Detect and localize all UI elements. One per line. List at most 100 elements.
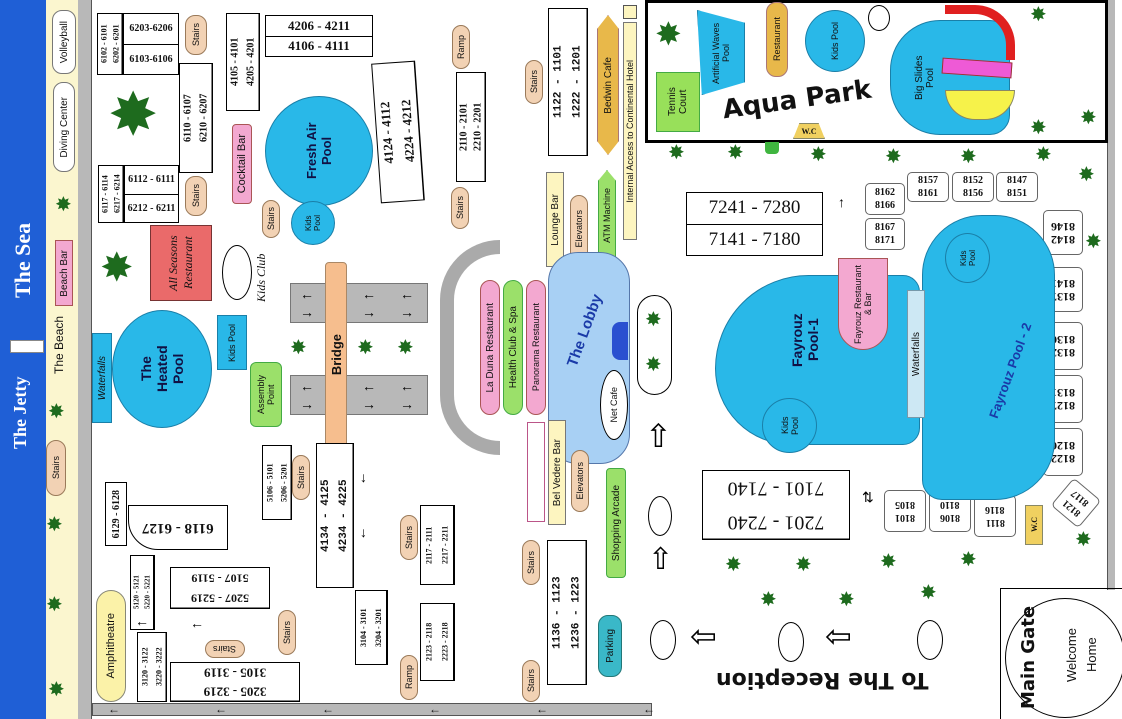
red-slide [945, 5, 1015, 60]
tree-icon: ✸ [1080, 107, 1097, 129]
arrow-down-icon: ↓ [360, 469, 367, 485]
tree-icon: ✸ [727, 142, 744, 164]
arrow-left-icon: ← [135, 613, 149, 629]
stairs: Stairs [185, 176, 207, 216]
fayrouz-pool-2: Fayrouz Pool - 2 [985, 320, 1035, 420]
assembly-point: Assembly Point [250, 362, 282, 427]
stairs: Stairs [525, 60, 543, 104]
fayrouz-restaurant-bar: Fayrouz Restaurant & Bar [838, 258, 888, 350]
tree-icon: ✸ [960, 549, 977, 571]
beach-stairs: Stairs [46, 440, 66, 496]
panorama-restaurant: Panorama Restaurant [526, 280, 546, 415]
aqua-gate [765, 142, 779, 154]
tree-icon: ✸ [55, 194, 72, 216]
arrow-left-icon: ⇦ [690, 618, 717, 654]
arrow-left-icon: ← [362, 286, 376, 302]
home-label: Home [1084, 637, 1099, 673]
stairs: Stairs [292, 455, 310, 500]
bridge: Bridge [325, 262, 347, 447]
jetty [10, 340, 44, 353]
tree-icon: ✸ [397, 337, 414, 359]
the-lobby: The Lobby [564, 291, 606, 369]
arrow-right-icon: → [362, 396, 376, 412]
belvedere-bar: Bel Vedere Bar [548, 420, 566, 525]
tree-icon: ✸ [810, 144, 827, 166]
room-block-6118: 6118 - 6127 [128, 505, 228, 550]
to-the-reception: To The Reception [716, 666, 929, 692]
arrow-left-icon: ← [190, 615, 204, 631]
arrow-updown-icon: ⇅ [862, 489, 874, 505]
shopping-arcade: Shopping Arcade [606, 468, 626, 578]
sea [0, 0, 46, 719]
volleyball: Volleyball [52, 10, 76, 74]
smiley-icon [648, 496, 672, 536]
walkway-bottom [290, 375, 428, 415]
bottom-road: ←←←←←← [92, 703, 655, 716]
arrow-up-icon: ⇧ [648, 543, 674, 576]
tree-icon: ✸ [725, 554, 742, 576]
stairs: Stairs [185, 15, 207, 55]
fresh-air-pool: Fresh Air Pool [265, 96, 373, 206]
fayrouz-pool-1: Fayrouz Pool-1 [789, 312, 821, 367]
arrow-left-icon: ⇦ [825, 618, 852, 654]
bedwin-cafe: Bedwin Cafe [597, 15, 619, 155]
tree-icon: ✸ [1085, 231, 1102, 253]
stairs: Stairs [262, 200, 280, 238]
tree-icon: ✸ [1035, 144, 1052, 166]
sea-label: The Sea [10, 222, 35, 298]
tree-icon: ✸ [1030, 4, 1047, 26]
kids-club-label: Kids Club [254, 253, 268, 302]
stairs: Stairs [400, 515, 418, 560]
belvedere-bar-frame [527, 422, 545, 522]
arrow-right-icon: → [400, 396, 414, 412]
beach-label: The Beach [52, 315, 66, 375]
walkway-top [290, 283, 428, 323]
arrow-left-icon: ← [300, 378, 314, 394]
arrow-down-icon: ↓ [360, 524, 367, 540]
stairs: Stairs [451, 187, 469, 229]
arrow-right-icon: → [362, 304, 376, 320]
right-wall [1107, 0, 1115, 590]
kids-pool: Kids Pool [217, 315, 247, 370]
lounge-bar: Lounge Bar [546, 172, 564, 267]
arrow-left-icon: ← [400, 286, 414, 302]
aqua-restaurant: Restaurant [766, 2, 788, 77]
arrow-left-icon: ← [400, 378, 414, 394]
parking: Parking [598, 615, 622, 677]
arrow-left-icon: ← [300, 286, 314, 302]
tree-icon: ✸ [108, 81, 159, 148]
kids-pool: Kids Pool [945, 233, 990, 283]
beach-bar: Beach Bar [55, 240, 73, 306]
waterfalls-left: Waterfalls [92, 333, 112, 423]
lobby-entrance [612, 322, 628, 360]
welcome-label: Welcome [1064, 628, 1079, 682]
internal-access: Internal Access to Continental Hotel [623, 22, 637, 240]
diving-center: Diving Center [53, 82, 75, 172]
ramp: Ramp [400, 655, 418, 700]
promenade-wall [78, 0, 92, 719]
wc: W.C [1025, 505, 1043, 545]
smiley-icon [778, 622, 804, 662]
heated-pool: The Heated Pool [112, 310, 212, 428]
arrow-left-icon: ← [362, 378, 376, 394]
tree-icon: ✸ [655, 16, 682, 52]
tree-icon: ✸ [1075, 529, 1092, 551]
health-club-spa: Health Club & Spa [503, 280, 523, 415]
main-gate-frame [1000, 588, 1122, 719]
kids-pool: Kids Pool [291, 201, 335, 245]
aqua-kids-pool: Kids Pool [805, 10, 865, 72]
